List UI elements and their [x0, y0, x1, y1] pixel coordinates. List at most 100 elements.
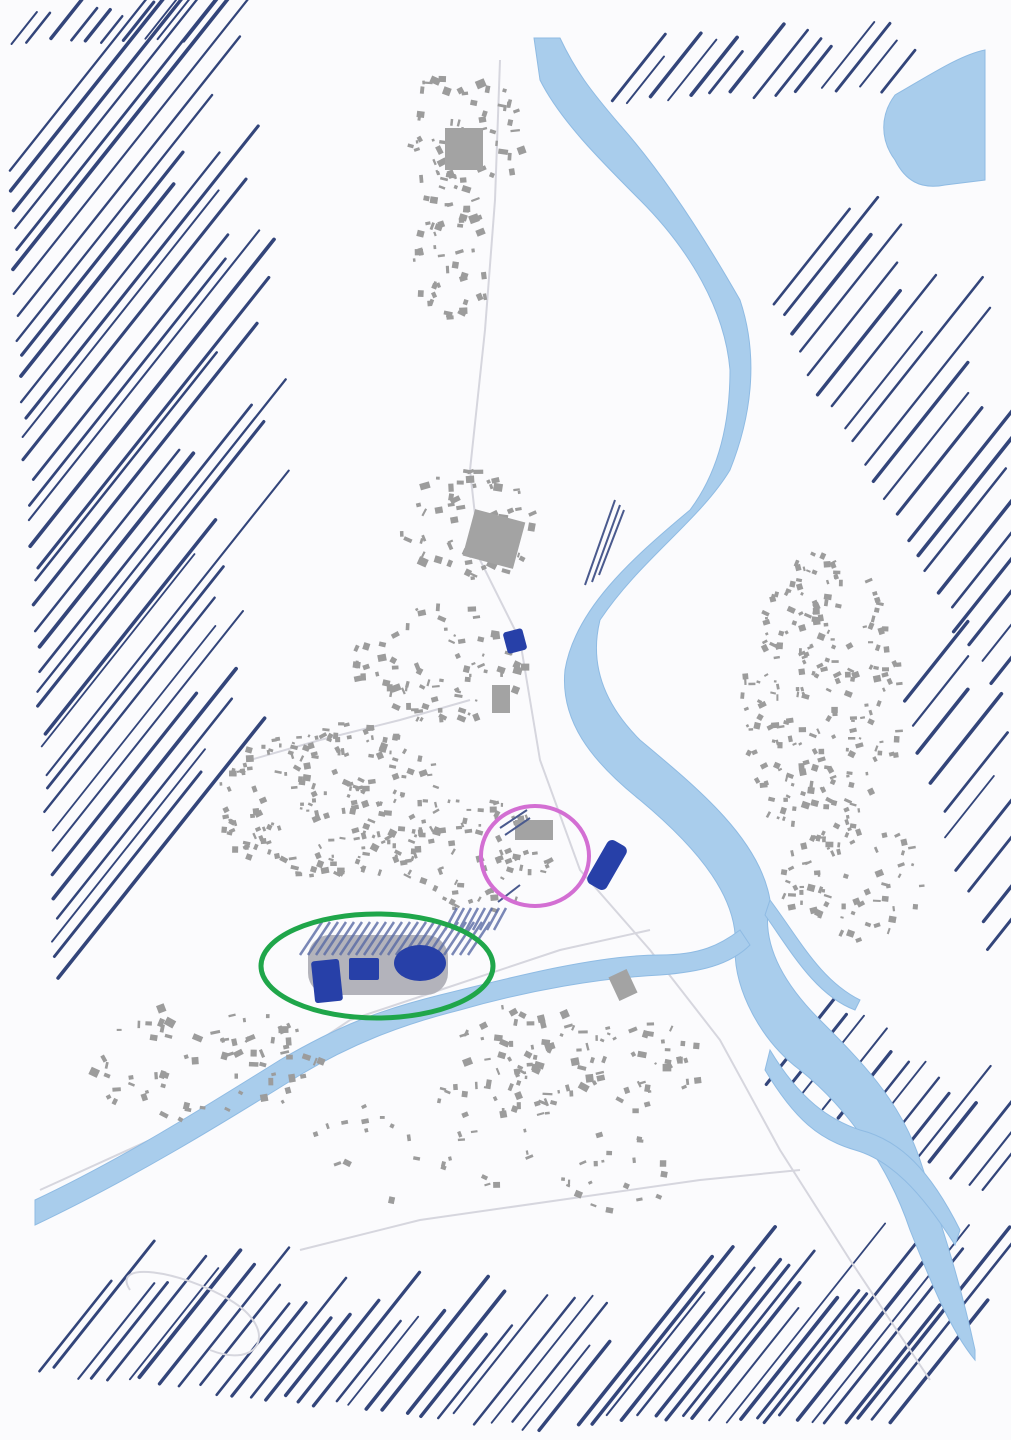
building [802, 759, 810, 766]
building [423, 195, 427, 199]
building [495, 1067, 501, 1076]
building [826, 765, 835, 774]
building [524, 1075, 528, 1080]
hatch-stroke [40, 553, 196, 748]
hatch-stroke [296, 1298, 381, 1404]
building [353, 836, 361, 841]
building [430, 763, 437, 767]
building [816, 728, 821, 735]
building [436, 282, 442, 289]
building [531, 851, 538, 856]
building [413, 852, 418, 859]
building [343, 752, 350, 758]
building [419, 86, 425, 94]
building [810, 551, 817, 557]
building [589, 1056, 595, 1064]
hatch-stroke [989, 655, 1011, 685]
building [830, 850, 836, 857]
hatch-stroke [844, 1303, 942, 1425]
hatch-stroke [664, 1263, 791, 1422]
hatch-stroke [806, 261, 899, 377]
building [669, 1025, 674, 1032]
building [362, 728, 369, 736]
hatch-stroke [490, 1294, 594, 1424]
building [461, 91, 469, 96]
building [486, 479, 491, 485]
building [224, 1106, 231, 1112]
building [770, 593, 775, 599]
building [596, 1074, 606, 1082]
building [510, 1105, 519, 1113]
building [879, 740, 884, 744]
building [559, 1033, 564, 1038]
building [693, 1042, 700, 1050]
green-zone-hatch-line [354, 921, 380, 956]
building [785, 772, 795, 780]
building [873, 607, 880, 613]
building [822, 838, 826, 843]
hatch-stroke [888, 1298, 990, 1425]
building [526, 1021, 535, 1026]
hatch-stroke [928, 691, 1004, 785]
building [271, 1072, 277, 1077]
building [226, 786, 232, 792]
building [842, 873, 849, 880]
building [300, 802, 304, 806]
hatch-stroke [15, 0, 217, 252]
building [156, 1003, 167, 1014]
building [783, 720, 790, 726]
building [805, 569, 811, 573]
building [595, 1131, 604, 1139]
building [601, 1055, 607, 1064]
building [462, 1056, 474, 1067]
hatch-stroke [752, 28, 810, 100]
building [254, 809, 264, 818]
building [460, 822, 465, 828]
green-zone-hatch-line [457, 907, 473, 931]
building [246, 766, 253, 771]
building [542, 1092, 553, 1096]
hatch-stroke [793, 44, 833, 94]
building [748, 728, 754, 731]
building [352, 661, 361, 669]
building [302, 773, 312, 782]
building [378, 641, 387, 648]
hatch-stroke [986, 917, 1011, 951]
building [432, 808, 440, 814]
building [874, 868, 885, 878]
building [401, 687, 406, 695]
building [453, 879, 459, 886]
building [850, 910, 856, 916]
building [322, 728, 330, 732]
building [812, 607, 820, 615]
hatch-stroke [83, 7, 112, 43]
building [773, 591, 780, 598]
hatch-stroke [25, 11, 52, 44]
building [816, 662, 824, 669]
building [523, 1050, 533, 1059]
building [421, 534, 427, 542]
building [799, 885, 805, 889]
hatch-stroke [830, 273, 938, 408]
building [492, 800, 500, 806]
building [421, 702, 430, 711]
building [819, 836, 826, 839]
building [277, 1025, 285, 1035]
hatch-stroke [177, 1246, 291, 1388]
building [116, 1028, 122, 1031]
hatch-stroke [967, 835, 1011, 893]
building [436, 157, 448, 168]
building [433, 245, 437, 250]
building [210, 1029, 221, 1035]
roads [39, 59, 931, 1381]
building [341, 778, 351, 787]
building [356, 786, 359, 792]
hatch-stroke [815, 288, 902, 397]
building [432, 158, 437, 166]
terrain-hatching [8, 0, 1011, 1433]
hatch-stroke [772, 207, 851, 306]
building [874, 745, 879, 752]
building [407, 838, 416, 845]
building [872, 674, 882, 683]
